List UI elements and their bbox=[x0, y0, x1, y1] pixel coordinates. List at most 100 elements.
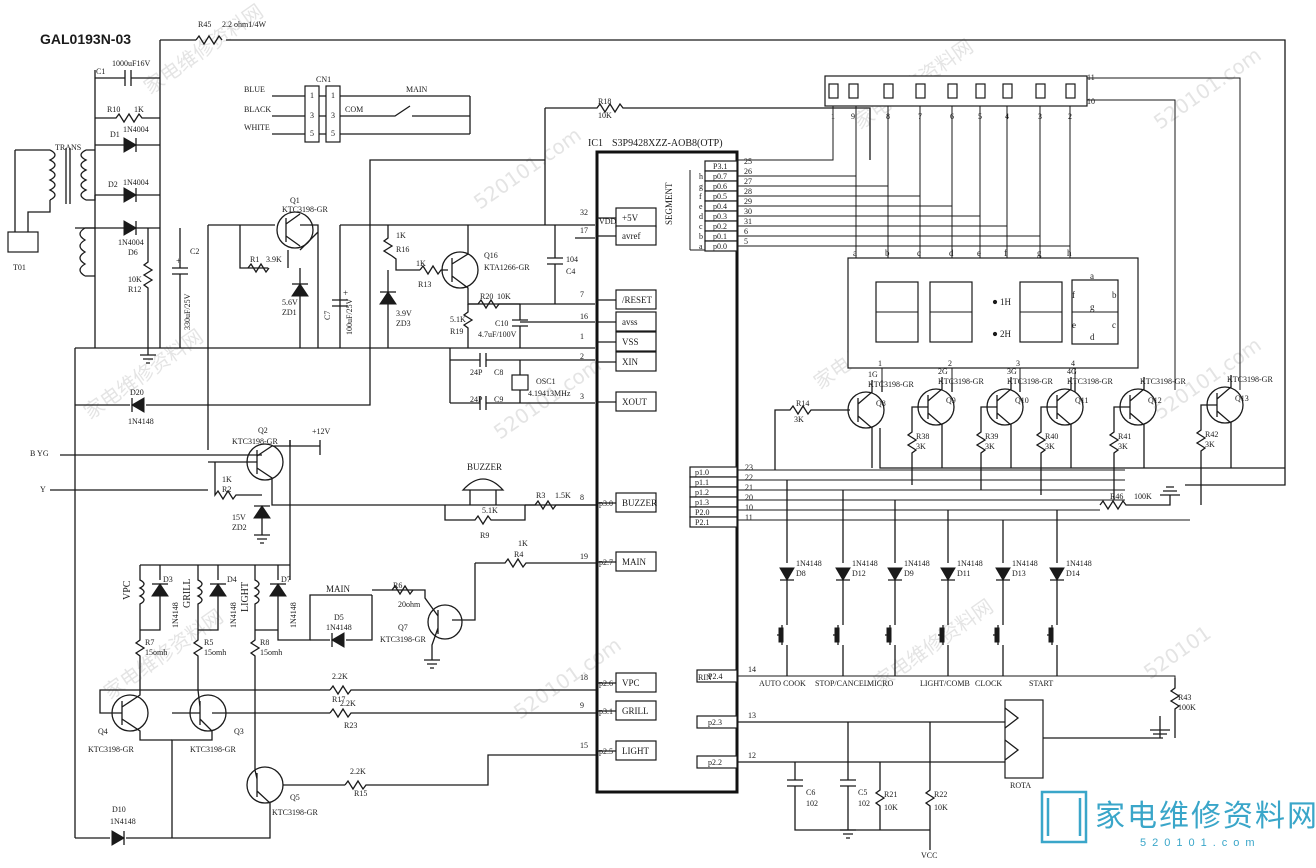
q1-wires bbox=[207, 224, 341, 450]
r16-value: 1K bbox=[396, 231, 406, 240]
r16-label: R16 bbox=[396, 245, 409, 254]
r3-label: R3 bbox=[536, 491, 545, 500]
watermark-text: 520101.com bbox=[1149, 42, 1266, 134]
d7-value: 1N4148 bbox=[289, 602, 298, 628]
ic1-seg-port: p0.4 bbox=[713, 202, 727, 211]
ic1-pin-number: 1 bbox=[580, 332, 584, 341]
digit-seg-e: e bbox=[1072, 320, 1076, 330]
q16-label: Q16 bbox=[484, 251, 498, 260]
ic1-rin-label: RIN bbox=[698, 673, 712, 682]
r18-label: R18 bbox=[598, 97, 611, 106]
ic1-func-label: MAIN bbox=[622, 557, 646, 567]
ic1-bottom-port: p2.3 bbox=[708, 718, 722, 727]
zd3-value: 3.9V bbox=[396, 309, 412, 318]
key-label: STOP/CANCEL bbox=[815, 679, 869, 688]
buzzer bbox=[461, 478, 505, 491]
key-label: MICRO bbox=[867, 679, 893, 688]
connector-wire bbox=[737, 106, 981, 258]
r45-resistor bbox=[195, 34, 223, 46]
connector-cell bbox=[828, 83, 839, 99]
c7-label: C7 bbox=[323, 311, 332, 320]
ic1-pin-number: 2 bbox=[580, 352, 584, 361]
key-diode bbox=[995, 567, 1011, 581]
grid-label: 2G bbox=[938, 367, 948, 376]
light-coil-label: LIGHT bbox=[240, 582, 251, 612]
connector-wire bbox=[737, 106, 953, 258]
d20-wires bbox=[75, 159, 545, 406]
c4-label: C4 bbox=[566, 267, 575, 276]
osc1-value: 4.19413MHz bbox=[528, 389, 571, 398]
d4-diode bbox=[209, 583, 227, 597]
d6-value: 1N4004 bbox=[118, 238, 144, 247]
ic1-segment-bus bbox=[689, 170, 705, 251]
r9-value: 5.1K bbox=[482, 506, 498, 515]
ic1-right-port-box bbox=[689, 516, 738, 528]
d10-diode bbox=[111, 830, 125, 846]
r19-value: 5.1K bbox=[450, 315, 466, 324]
ic1-func-label: XOUT bbox=[622, 397, 647, 407]
connector-pin-number: 10 bbox=[1087, 97, 1095, 106]
grid-transistor-value: KTC3198-GR bbox=[1007, 377, 1053, 386]
grid-transistor-value: KTC3198-GR bbox=[1140, 377, 1186, 386]
grid-transistor-value: KTC3198-GR bbox=[1067, 377, 1113, 386]
r17-value: 2.2K bbox=[332, 672, 348, 681]
connector-grid-wire bbox=[1087, 77, 1241, 390]
site-logo: 家电维修资料网 520101.com bbox=[1040, 790, 1316, 849]
r4-label: R4 bbox=[514, 550, 523, 559]
svg-text:3: 3 bbox=[331, 111, 335, 120]
r1-value: 3.9K bbox=[266, 255, 282, 264]
r12-value: 10K bbox=[128, 275, 142, 284]
r7-label: R7 bbox=[145, 638, 154, 647]
r7-resistor bbox=[134, 630, 146, 690]
r5-label: R5 bbox=[204, 638, 213, 647]
key-diode bbox=[940, 567, 956, 581]
d1-value: 1N4004 bbox=[123, 125, 149, 134]
c1-label: C1 bbox=[96, 67, 105, 76]
connector-cell bbox=[1002, 83, 1013, 99]
grid-base-resistor bbox=[906, 406, 928, 485]
ic1-pin-number: 32 bbox=[580, 208, 588, 217]
zd1-zener bbox=[291, 283, 309, 297]
r18-resistor bbox=[544, 102, 871, 225]
ic1-port-label: p3.1 bbox=[599, 707, 613, 716]
r8-value: 15omh bbox=[260, 648, 282, 657]
ic1-func-label: VSS bbox=[622, 337, 639, 347]
c8-value: 24P bbox=[470, 368, 483, 377]
ic1-pin-number: 16 bbox=[580, 312, 588, 321]
ic1-bottom-pin-number: 14 bbox=[748, 665, 756, 674]
d7-label: D7 bbox=[281, 575, 291, 584]
svg-text:5: 5 bbox=[331, 129, 335, 138]
ic1-func-label: BUZZER bbox=[622, 498, 657, 508]
display-digit-pin: 2 bbox=[948, 359, 952, 368]
ic1-func-label: +5V bbox=[622, 213, 639, 223]
connector-cell bbox=[1065, 83, 1076, 99]
display-segment-letter: d bbox=[949, 248, 954, 258]
ic1-seg-letter: d bbox=[699, 212, 703, 221]
r2-label: R2 bbox=[222, 485, 231, 494]
ic1-seg-port: p0.5 bbox=[713, 192, 727, 201]
r3-value: 1.5K bbox=[555, 491, 571, 500]
r14-value: 3K bbox=[794, 415, 804, 424]
key-switch-body bbox=[834, 627, 840, 643]
ic1-seg-port: p0.7 bbox=[713, 172, 727, 181]
ic1-segment-label: SEGMENT bbox=[664, 182, 674, 225]
d10-label: D10 bbox=[112, 805, 126, 814]
grid-base-resistor bbox=[1195, 404, 1217, 505]
ic1-port-label: p2.6 bbox=[599, 679, 613, 688]
key-label: AUTO COOK bbox=[759, 679, 806, 688]
display-segment-letter: h bbox=[1067, 248, 1072, 258]
r46-resistor bbox=[1099, 486, 1180, 511]
c4-capacitor bbox=[547, 225, 563, 304]
d5-diode bbox=[331, 632, 345, 648]
ic1-seg-pin-number: 27 bbox=[744, 177, 752, 186]
r2-resistor bbox=[214, 462, 262, 501]
r19-resistor bbox=[462, 304, 474, 348]
com-label: COM bbox=[345, 105, 363, 114]
watermark-text: 520101.com bbox=[489, 352, 606, 444]
r23-label: R23 bbox=[344, 721, 357, 730]
display-digit-pin: 1 bbox=[878, 359, 882, 368]
d6-diode bbox=[123, 220, 137, 236]
r17-resistor bbox=[329, 684, 596, 696]
main-switch-label: MAIN bbox=[406, 85, 428, 94]
